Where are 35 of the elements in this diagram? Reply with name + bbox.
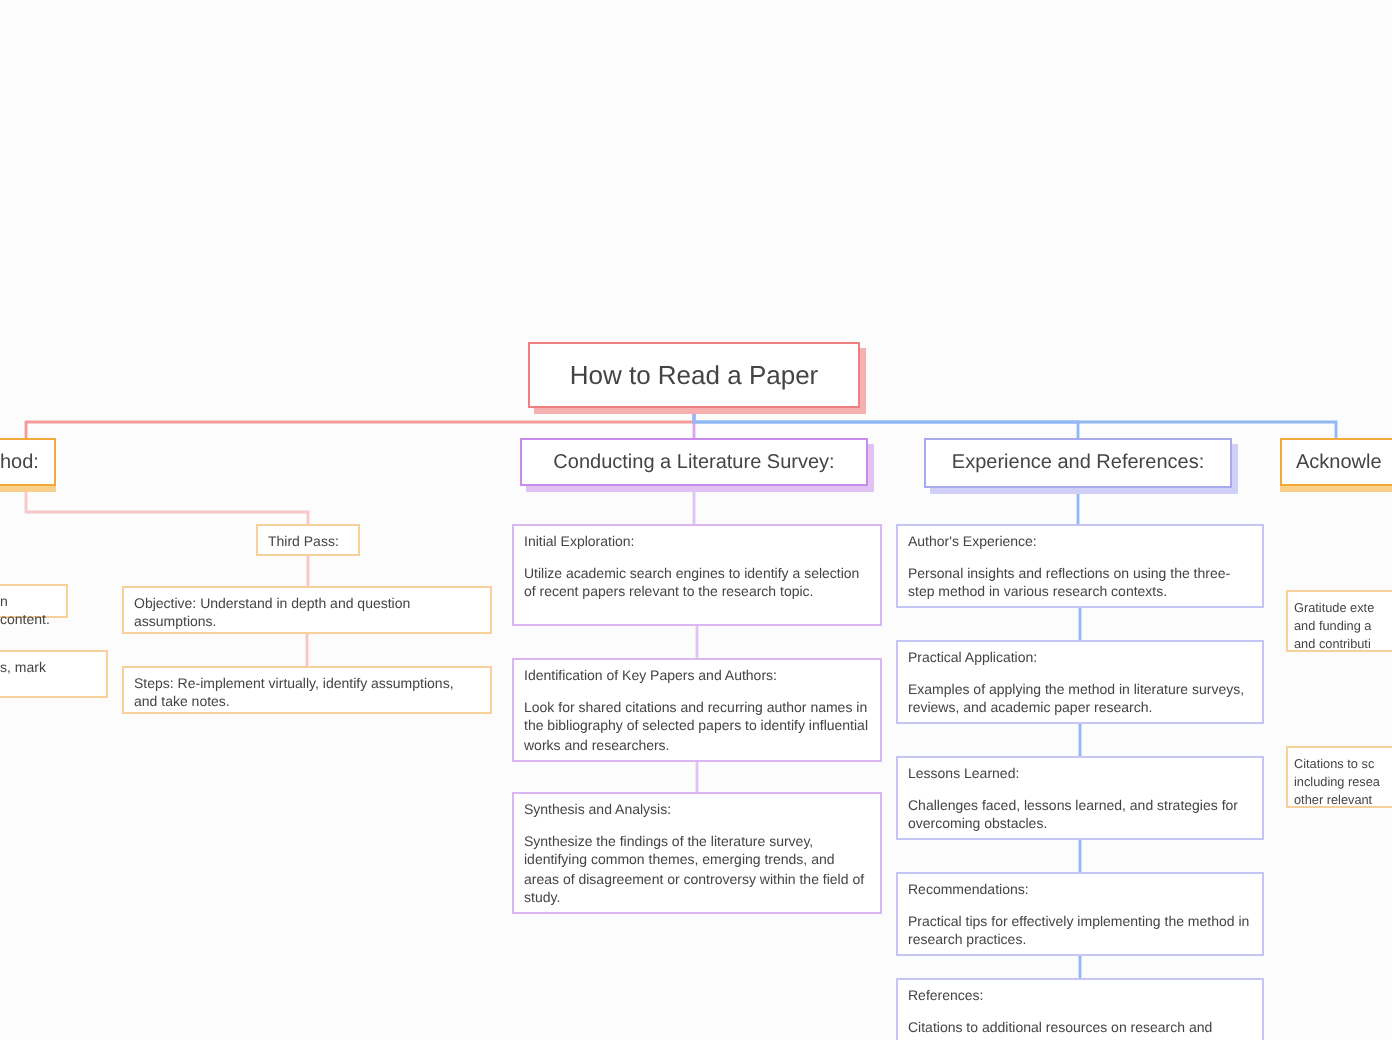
subtopic-box xyxy=(0,650,108,698)
subtopic-box xyxy=(896,524,1264,608)
subtopic-box xyxy=(896,872,1264,956)
central-topic-box xyxy=(528,342,860,408)
topic-title: hod: xyxy=(0,451,39,473)
subtopic-box xyxy=(1286,746,1392,808)
subtopic-box xyxy=(256,524,360,556)
branch-topic-box xyxy=(924,438,1232,488)
subtopic-box xyxy=(122,586,492,634)
subtopic-box xyxy=(512,658,882,762)
topic-title: How to Read a Paper xyxy=(569,360,819,390)
subtopic-box xyxy=(896,978,1264,1040)
connector-line xyxy=(24,486,310,524)
topic-title: Experience and References: xyxy=(951,452,1205,474)
connector-line xyxy=(1078,956,1082,978)
connector-line xyxy=(1078,724,1082,756)
topic-title: Conducting a Literature Survey: xyxy=(553,451,835,473)
subtopic-box xyxy=(512,524,882,626)
connector-line xyxy=(695,626,699,658)
connector-line xyxy=(306,556,310,586)
branch-topic-box xyxy=(0,438,56,486)
subtopic-box xyxy=(896,756,1264,840)
subtopic-box xyxy=(1286,590,1392,652)
connector-line xyxy=(1078,608,1082,640)
branch-topic-box xyxy=(1280,438,1392,486)
subtopic-box xyxy=(512,792,882,914)
connector-line xyxy=(695,762,699,792)
subtopic-box xyxy=(896,640,1264,724)
subtopic-box xyxy=(122,666,492,714)
connector-line xyxy=(692,408,1338,438)
connector-line xyxy=(1078,840,1082,872)
topic-title: Acknowle xyxy=(1296,451,1382,473)
connector-line xyxy=(305,634,309,666)
branch-topic-box xyxy=(520,438,868,486)
connector-line xyxy=(1076,488,1080,524)
